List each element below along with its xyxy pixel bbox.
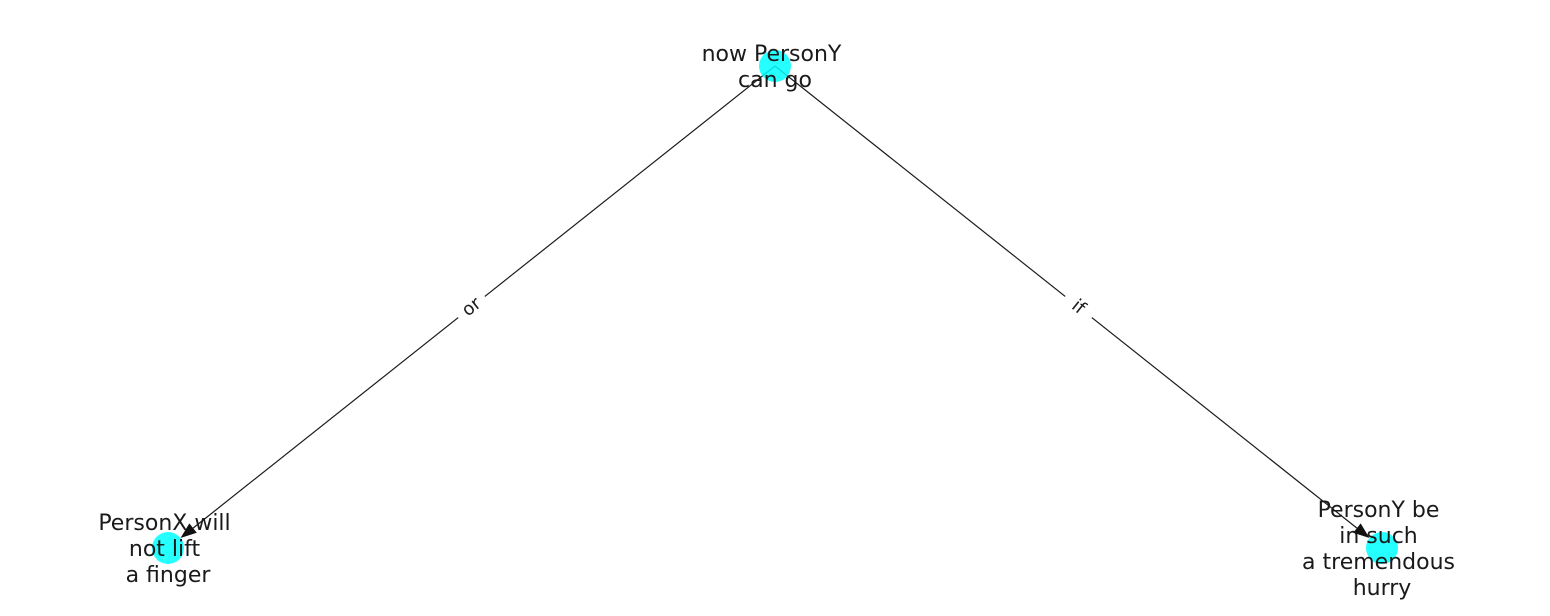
node-label-personx-will-not-lift-a-finger: PersonX will not lift a finger [98,511,237,588]
node-now-persony-can-go[interactable] [759,50,791,82]
node-label-line: now PersonY [702,42,842,67]
node-persony-be-in-such-a-tremendous-hurry[interactable] [1366,532,1398,564]
node-label-line: hurry [1353,576,1412,601]
arrowhead-or [180,523,197,539]
edge-label-bg-if [1057,286,1100,328]
node-label-line: PersonX will [98,511,230,536]
node-label-line: can go [738,68,812,93]
label-layer: now PersonY can go PersonX will not lift… [98,42,1462,601]
node-layer [152,50,1398,564]
arrowhead-if [1353,523,1370,539]
edge-layer: or if [180,65,1370,539]
node-personx-will-not-lift-a-finger[interactable] [152,532,184,564]
node-label-line: in such [1339,524,1418,549]
node-label-line: PersonY be [1318,498,1440,523]
node-label-line: a finger [126,563,212,588]
node-label-persony-be-in-such-a-tremendous-hurry: PersonY be in such a tremendous hurry [1302,498,1462,601]
edge-label-bg-or [450,286,493,328]
node-label-line: a tremendous [1302,550,1455,575]
node-label-line: not lift [129,537,201,562]
node-label-now-persony-can-go: now PersonY can go [702,42,849,93]
